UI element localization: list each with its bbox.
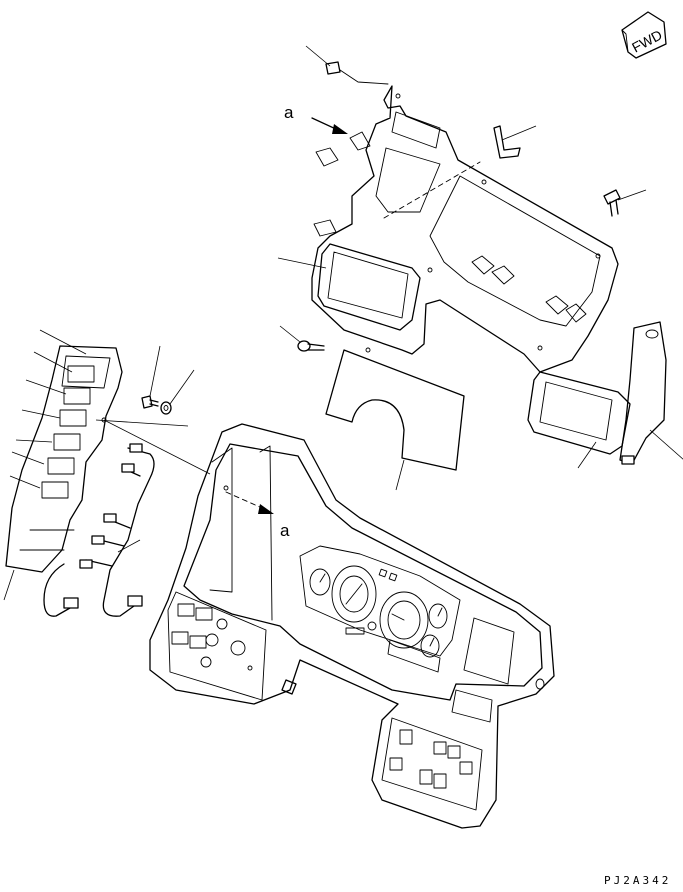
connector-plug-icon bbox=[127, 595, 143, 607]
gauge-icon bbox=[309, 568, 331, 596]
connector-plug-icon bbox=[79, 559, 93, 569]
drawing-code: PJ2A342 bbox=[604, 874, 671, 887]
screw-washer-icon bbox=[141, 345, 195, 415]
cover-plate bbox=[325, 349, 465, 471]
wiring-harness bbox=[43, 419, 211, 617]
gauge-icon bbox=[428, 603, 448, 629]
view-arrow-bottom: a bbox=[225, 491, 290, 540]
leader-lines-upper bbox=[277, 45, 683, 491]
connector-plug-icon bbox=[121, 463, 135, 473]
connector-plug-icon bbox=[103, 513, 117, 523]
screw-icon bbox=[297, 340, 325, 352]
knob-icon bbox=[200, 618, 253, 671]
connector-plug-icon bbox=[129, 443, 143, 453]
view-label-a-top: a bbox=[284, 103, 294, 122]
connector-plug-icon bbox=[325, 61, 389, 85]
leader-lines-left bbox=[3, 329, 87, 601]
switch-slot bbox=[41, 365, 95, 499]
view-label-a-bottom: a bbox=[280, 521, 290, 540]
view-arrow-top: a bbox=[284, 103, 348, 134]
side-switch-panel bbox=[5, 345, 123, 573]
connector-plug-icon bbox=[91, 535, 105, 545]
upper-mounting-frame bbox=[311, 85, 667, 465]
instrument-panel bbox=[149, 423, 555, 829]
gauge-icon bbox=[420, 634, 440, 658]
gauge-icon bbox=[331, 565, 377, 623]
gauge-icon bbox=[379, 591, 429, 649]
fwd-arrow-icon: FWD bbox=[621, 11, 667, 59]
connector-plug-icon bbox=[63, 597, 79, 609]
fwd-label: FWD bbox=[629, 26, 665, 55]
switch-slot bbox=[171, 603, 213, 649]
bolt-icon bbox=[603, 189, 621, 217]
switch-slot bbox=[389, 729, 473, 789]
